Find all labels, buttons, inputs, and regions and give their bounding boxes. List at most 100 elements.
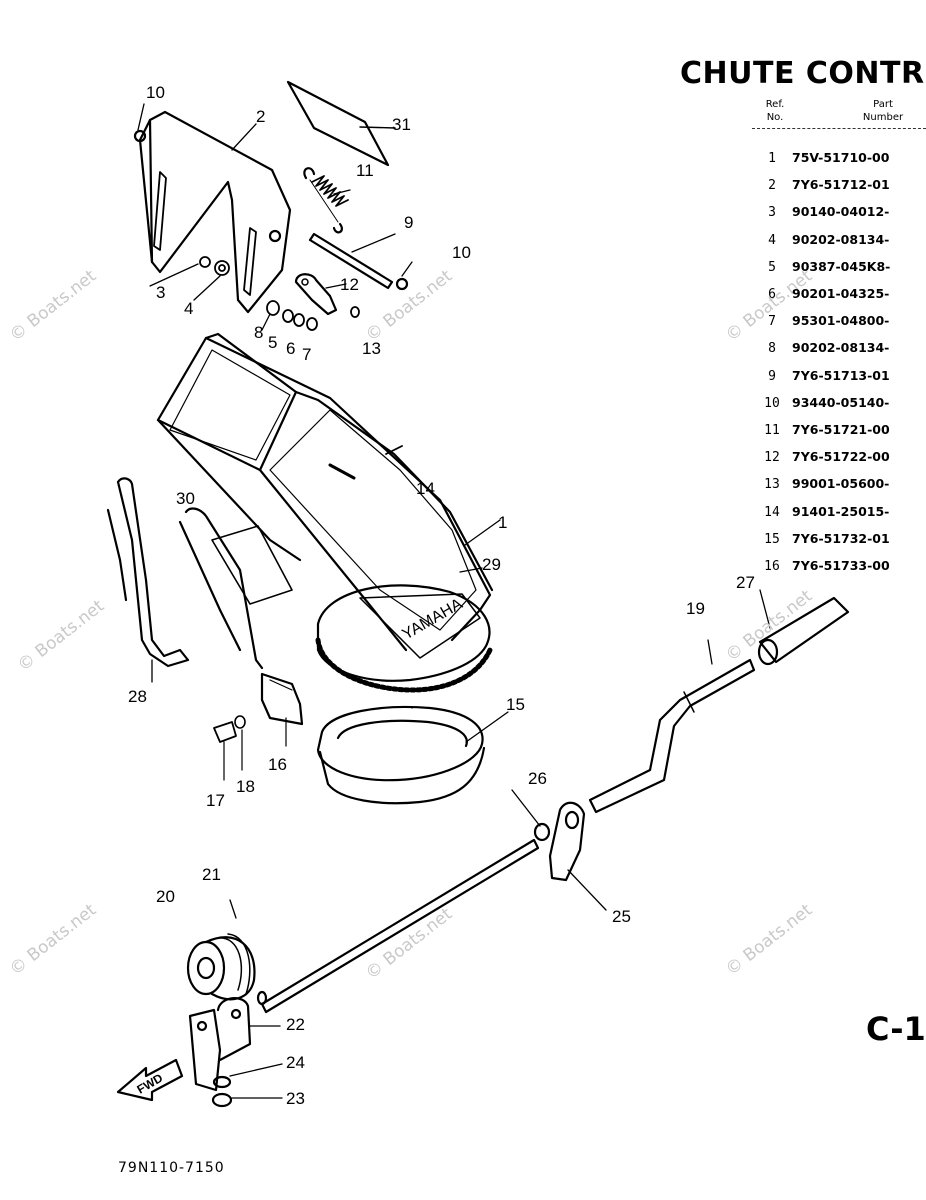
part-number-cell: 90201-04325- — [792, 286, 890, 301]
callout-label: 18 — [236, 777, 255, 796]
callout-label: 26 — [528, 769, 547, 788]
column-header-ref-no: Ref. No. — [765, 99, 785, 123]
ref-no-cell: 6 — [768, 287, 776, 302]
part-number-cell: 7Y6-51713-01 — [792, 367, 890, 383]
callout-label: 7 — [302, 345, 312, 364]
table-row: 4 90202-08134- — [752, 232, 889, 252]
table-row: 7 95301-04800- — [752, 313, 889, 333]
ref-no-cell: 14 — [764, 504, 780, 520]
part-number-cell: 7Y6-51721-00 — [792, 422, 890, 437]
callout-label: 8 — [254, 323, 264, 342]
callout-label: 19 — [686, 599, 705, 618]
stay-30 — [178, 507, 293, 670]
ref-no-cell: 4 — [768, 232, 776, 248]
callout-label: 15 — [506, 695, 525, 714]
table-row: 8 90202-08134- — [752, 340, 889, 360]
callout-label: 9 — [404, 213, 414, 232]
grip-27 — [757, 589, 850, 666]
clamp-16 — [213, 672, 304, 781]
callout-label: 28 — [128, 687, 147, 706]
page-title: CHUTE CONTR — [680, 56, 925, 91]
table-row: 12 7Y6-51722-00 — [752, 449, 890, 469]
part-number-cell: 99001-05600- — [792, 476, 890, 492]
table-row: 6 90201-04325- — [752, 286, 889, 306]
ref-no-cell: 5 — [768, 259, 776, 275]
link-12 — [294, 273, 347, 316]
part-number-cell: 7Y6-51732-01 — [792, 530, 890, 546]
part-number-cell: 90387-045K8- — [792, 258, 891, 274]
spring-11 — [303, 167, 351, 234]
bracket-2 — [133, 110, 292, 314]
washers — [266, 300, 360, 331]
part-number-cell: 91401-25015- — [792, 503, 890, 519]
rod-19 — [256, 639, 756, 1014]
pulley-20 — [186, 899, 256, 1001]
part-number-cell: 93440-05140- — [792, 394, 890, 410]
plate-31 — [286, 80, 396, 167]
ref-no-cell: 3 — [768, 205, 776, 221]
callout-label: 20 — [156, 887, 175, 906]
callout-label: 2 — [256, 107, 266, 126]
part-number-cell: 90202-08134- — [792, 340, 890, 356]
callout-label: 21 — [202, 865, 221, 884]
callout-label: 24 — [286, 1053, 305, 1072]
table-row: 13 99001-05600- — [752, 476, 889, 496]
part-number-cell: 90140-04012- — [792, 204, 890, 220]
ref-no-cell: 2 — [768, 178, 776, 194]
nuts-23-24 — [211, 1063, 283, 1108]
fwd-arrow-icon — [116, 1058, 184, 1102]
bracket-22 — [188, 997, 281, 1092]
ref-no-cell: 15 — [764, 531, 780, 547]
callout-label: 5 — [268, 333, 278, 352]
table-row: 14 91401-25015- — [752, 504, 889, 524]
ring-15 — [316, 705, 509, 805]
ref-no-cell: 10 — [764, 395, 780, 411]
ref-no-cell: 11 — [764, 423, 780, 438]
header-divider — [752, 128, 926, 129]
ref-no-cell: 8 — [768, 341, 776, 357]
callout-label: 30 — [176, 489, 195, 508]
part-number-cell: 95301-04800- — [792, 313, 890, 329]
table-row: 10 93440-05140- — [752, 395, 889, 415]
rod-9 — [308, 232, 409, 291]
table-row: 3 90140-04012- — [752, 204, 889, 224]
ref-no-cell: 13 — [764, 477, 780, 493]
callout-label: 10 — [452, 243, 471, 262]
callout-label: 3 — [156, 283, 166, 302]
callout-label: 31 — [392, 115, 411, 134]
callout-label: 1 — [498, 513, 508, 532]
callout-label: 25 — [612, 907, 631, 926]
table-row: 15 7Y6-51732-01 — [752, 531, 890, 551]
stay-28 — [106, 477, 190, 683]
callout-label: 10 — [146, 83, 165, 102]
ref-no-cell: 7 — [768, 314, 776, 330]
ref-no-cell: 12 — [764, 450, 780, 466]
callout-label: 23 — [286, 1089, 305, 1108]
gear-29 — [315, 567, 493, 693]
drawing-number: 79N110-7150 — [118, 1160, 225, 1176]
callout-label: 17 — [206, 791, 225, 810]
part-number-cell: 75V-51710-00 — [792, 150, 890, 165]
callout-label: 13 — [362, 339, 381, 358]
callout-label: 29 — [482, 555, 501, 574]
page-code: C-1 — [866, 1010, 926, 1048]
part-number-cell: 7Y6-51722-00 — [792, 449, 890, 465]
part-number-cell: 90202-08134- — [792, 231, 890, 247]
table-row: 2 7Y6-51712-01 — [752, 177, 890, 197]
callout-label: 22 — [286, 1015, 305, 1034]
callout-label: 11 — [356, 161, 374, 180]
ref-no-cell: 9 — [768, 368, 776, 384]
table-row: 11 7Y6-51721-00 — [752, 422, 890, 442]
callout-label: 27 — [736, 573, 755, 592]
table-row: 9 7Y6-51713-01 — [752, 368, 890, 388]
callout-label: 4 — [184, 299, 194, 318]
callout-label: 6 — [286, 339, 296, 358]
callout-label: 14 — [416, 479, 435, 498]
bolt-3-4 — [199, 256, 230, 276]
joint-25 — [533, 801, 607, 911]
part-number-cell: 7Y6-51712-01 — [792, 177, 890, 193]
column-header-part-number: Part Number — [862, 99, 904, 123]
